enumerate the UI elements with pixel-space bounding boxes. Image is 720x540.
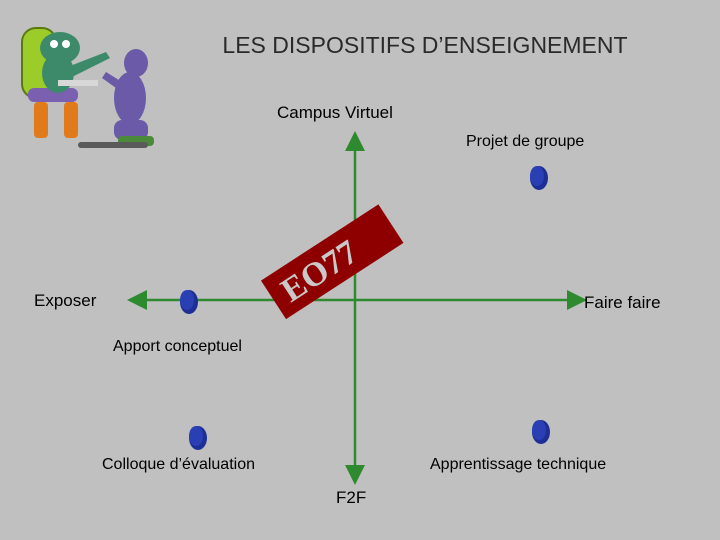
point-label-projet: Projet de groupe	[466, 133, 585, 150]
point-marker-projet	[530, 166, 548, 190]
point-label-apport: Apport conceptuel	[113, 338, 242, 355]
axis-label-left: Exposer	[34, 291, 97, 310]
axis-label-right: Faire faire	[584, 293, 661, 312]
page-title: LES DISPOSITIFS D’ENSEIGNEMENT	[222, 32, 628, 58]
point-marker-exposer	[180, 290, 198, 314]
point-label-apprentissage: Apprentissage technique	[430, 456, 607, 473]
eo77-banner	[260, 204, 404, 320]
axis-label-bottom: F2F	[336, 488, 367, 507]
point-marker-colloque	[189, 426, 207, 450]
axis-label-top: Campus Virtuel	[277, 103, 393, 122]
clay-figures-illustration	[21, 27, 154, 148]
point-label-colloque: Colloque d’évaluation	[102, 456, 255, 473]
point-marker-apprentissage	[532, 420, 550, 444]
